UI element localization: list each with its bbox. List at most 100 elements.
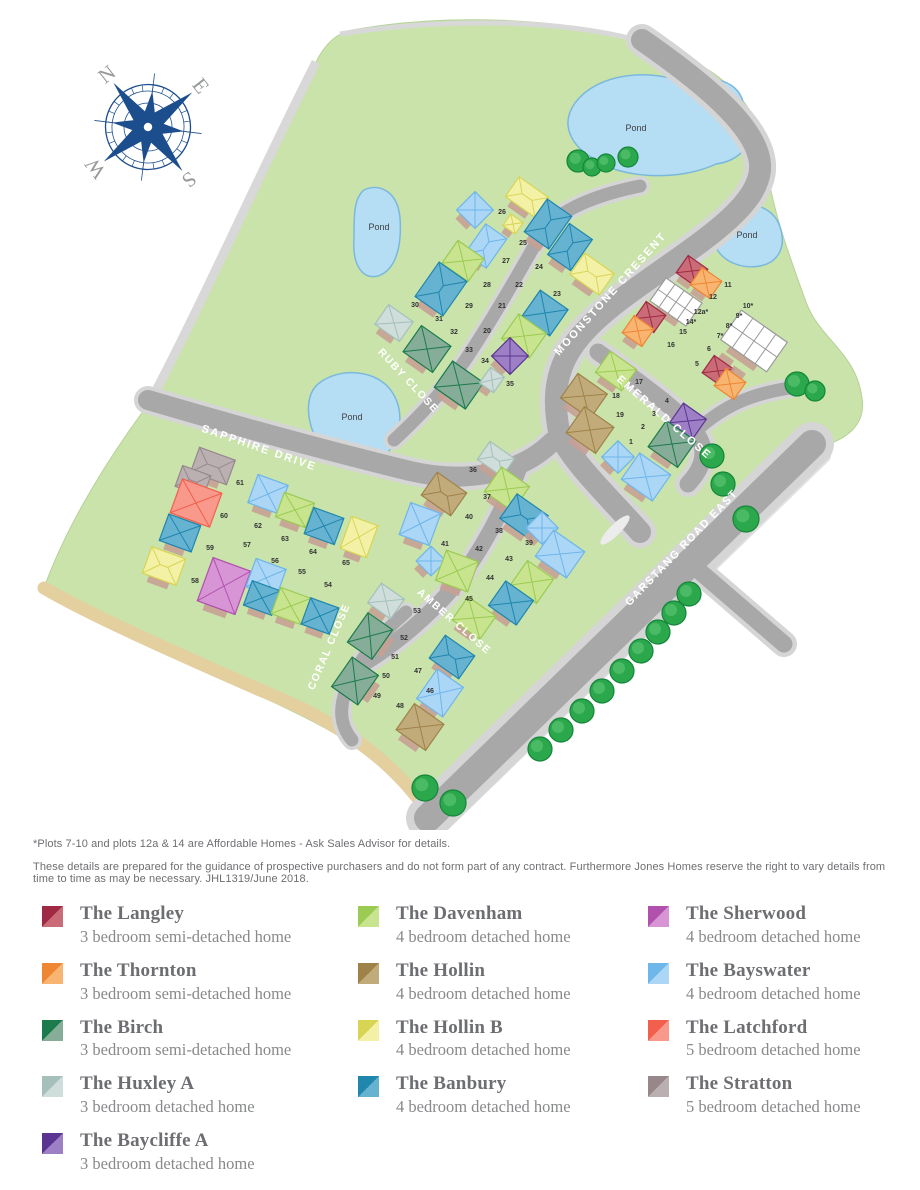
tree-icon xyxy=(628,638,654,664)
house-type-description: 4 bedroom detached home xyxy=(396,1040,571,1060)
roof-lines xyxy=(243,580,281,616)
plot-number: 9* xyxy=(736,313,743,320)
plot-number: 60 xyxy=(220,513,228,520)
pond-label: Pond xyxy=(625,123,646,133)
pond-label: Pond xyxy=(368,222,389,232)
plot-number: 45 xyxy=(465,596,473,603)
plot-number: 32 xyxy=(450,329,458,336)
banbury-swatch xyxy=(358,1076,379,1098)
roof-lines xyxy=(452,596,496,640)
roof-lines xyxy=(434,360,484,410)
plot-number: 7* xyxy=(717,333,724,340)
plot-number: 54 xyxy=(324,582,332,589)
houses-layer xyxy=(141,176,789,753)
house-type-name: The Davenham xyxy=(396,903,523,924)
roof-lines xyxy=(396,703,444,751)
plot-number: 8* xyxy=(726,323,733,330)
plot-number: 26 xyxy=(498,209,506,216)
roof-lines xyxy=(441,240,485,282)
tree-icon xyxy=(609,658,635,684)
house-thornton xyxy=(689,266,723,302)
roof-lines xyxy=(601,440,635,474)
plot-number: 36 xyxy=(469,467,477,474)
roof-lines xyxy=(634,301,666,333)
house-huxley xyxy=(478,366,506,397)
plot-number: 64 xyxy=(309,549,317,556)
house-type-name: The Langley xyxy=(80,903,185,924)
roof-lines xyxy=(270,587,312,625)
plot-number: 2 xyxy=(641,424,645,431)
roof-lines xyxy=(300,597,340,635)
tree-icon xyxy=(569,698,595,724)
plot-number: 25 xyxy=(519,240,527,247)
house-huxley xyxy=(366,582,406,622)
plot-number: 51 xyxy=(391,654,399,661)
roof-lines xyxy=(690,267,722,299)
plot-number: 12a* xyxy=(694,309,709,316)
roof-lines xyxy=(347,612,393,660)
house-hollin xyxy=(559,372,609,421)
plot-number: 53 xyxy=(413,608,421,615)
house-type-name: The Baycliffe A xyxy=(80,1130,209,1152)
plot-number: 42 xyxy=(475,546,483,553)
house-banbury xyxy=(300,596,340,639)
house-hollin xyxy=(395,702,445,753)
roof-lines xyxy=(374,304,414,342)
roof-lines xyxy=(566,406,614,454)
roof-lines xyxy=(247,474,289,514)
road-ruby xyxy=(387,179,647,447)
roof-lines xyxy=(429,635,475,679)
house-davenham xyxy=(451,595,497,642)
roof-lines xyxy=(414,261,468,317)
house-birch xyxy=(433,360,485,411)
house-type-name: The Thornton xyxy=(80,959,197,981)
house-birch xyxy=(330,656,381,706)
roof-lines xyxy=(275,492,315,528)
roof-lines xyxy=(303,507,345,545)
baycliffe-swatch xyxy=(42,1133,63,1155)
plot-number: 43 xyxy=(505,556,513,563)
plot-number: 1 xyxy=(629,439,633,446)
roof-lines xyxy=(245,558,287,598)
house-type-description: 3 bedroom semi-detached home xyxy=(80,926,292,946)
roof-lines xyxy=(491,337,529,375)
tree-icon xyxy=(804,380,826,402)
plot-number: 57 xyxy=(243,542,251,549)
house-type-description: 5 bedroom detached home xyxy=(686,1097,861,1117)
roof-lines xyxy=(488,580,534,626)
plot-number: 52 xyxy=(400,635,408,642)
house-sherwood xyxy=(196,556,252,619)
roof-lines xyxy=(535,529,585,579)
footnote-disclaimer: These details are prepared for the guida… xyxy=(33,861,886,885)
roof-lines xyxy=(714,368,746,400)
road-spine-moonstone xyxy=(544,29,772,543)
plot-number: 24 xyxy=(535,264,543,271)
roof-lines xyxy=(730,317,778,365)
roof-lines xyxy=(648,420,696,468)
tree-icon xyxy=(784,371,810,397)
bayswater-swatch xyxy=(648,962,669,984)
roof-lines xyxy=(367,583,405,619)
huxley-swatch xyxy=(42,1076,63,1098)
house-hollinb xyxy=(141,545,187,590)
tree-icon xyxy=(699,443,725,469)
tree-icon xyxy=(527,736,553,762)
house-bayswater xyxy=(455,190,495,230)
roof-lines xyxy=(403,325,451,373)
roof-lines xyxy=(339,516,379,558)
plot-number: 55 xyxy=(298,569,306,576)
house-bayswater xyxy=(600,439,636,475)
